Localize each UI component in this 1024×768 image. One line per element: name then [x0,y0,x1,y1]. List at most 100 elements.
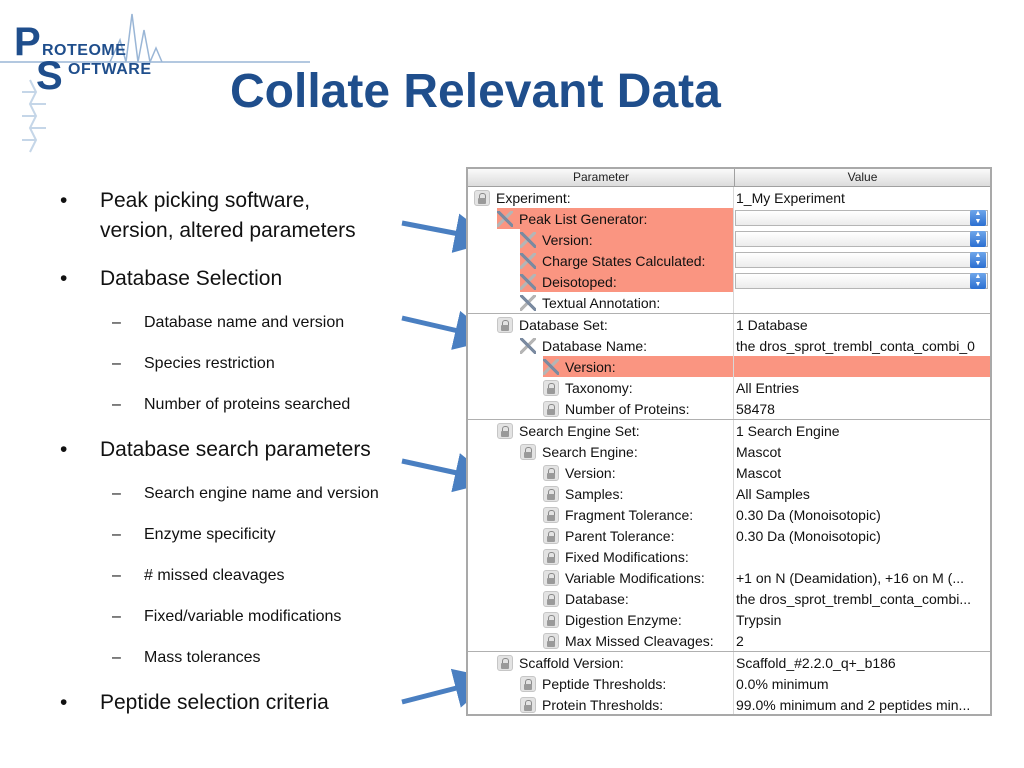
table-row[interactable]: Search Engine: Mascot [468,441,990,462]
table-row[interactable]: Scaffold Version:Scaffold_#2.2.0_q+_b186 [468,651,990,673]
logo-oftware: OFTWARE [68,61,152,78]
parameter-cell: Peak List Generator: [468,208,734,229]
sub-bullet-item: Search engine name and version [112,483,379,505]
parameter-cell-inner: Protein Thresholds: [520,694,733,714]
parameter-value: 2 [736,632,744,649]
parameter-value: 0.0% minimum [736,675,829,692]
table-row[interactable]: Samples:All Samples [468,483,990,504]
table-row[interactable]: Version:Mascot [468,462,990,483]
parameter-value: 0.30 Da (Monoisotopic) [736,506,881,523]
value-cell[interactable]: ▲▼ [734,250,990,271]
lock-icon [543,611,559,628]
parameter-table: Parameter Value Experiment: 1_My Experime… [466,167,992,716]
bullet-item: Peak picking software, [60,186,310,215]
column-header-value[interactable]: Value [847,170,878,184]
sub-bullet-item: Species restriction [112,353,275,375]
lock-icon [474,189,490,206]
value-cell: Trypsin [734,609,990,630]
table-row[interactable]: Database Set:1 Database [468,313,990,335]
tool-icon [543,358,559,375]
parameter-value: 1 Search Engine [736,422,840,439]
value-select[interactable]: ▲▼ [735,273,988,289]
value-cell: the dros_sprot_trembl_conta_combi... [734,588,990,609]
value-cell[interactable]: ▲▼ [734,271,990,292]
table-row[interactable]: Version: [468,356,990,377]
parameter-cell: Max Missed Cleavages: [468,630,734,651]
parameter-cell-inner: Variable Modifications: [543,567,733,588]
value-select[interactable]: ▲▼ [735,210,988,226]
table-row[interactable]: Textual Annotation: [468,292,990,313]
parameter-value: 99.0% minimum and 2 peptides min... [736,696,971,713]
table-row[interactable]: Variable Modifications:+1 on N (Deamidat… [468,567,990,588]
parameter-cell-inner: Version: [543,356,733,377]
value-cell: All Entries [734,377,990,398]
value-cell: 99.0% minimum and 2 peptides min... [734,694,990,714]
select-stepper-icon[interactable]: ▲▼ [970,273,986,289]
parameter-cell-inner: Number of Proteins: [543,398,733,419]
table-row[interactable]: Number of Proteins:58478 [468,398,990,419]
table-row[interactable]: Fragment Tolerance: 0.30 Da (Monoisotopic… [468,504,990,525]
table-row[interactable]: Database Name:the dros_sprot_trembl_cont… [468,335,990,356]
table-row[interactable]: Protein Thresholds:99.0% minimum and 2 p… [468,694,990,714]
table-row[interactable]: Experiment: 1_My Experiment [468,187,990,208]
parameter-label: Database Set: [519,316,608,333]
table-row[interactable]: Deisotoped:▲▼ [468,271,990,292]
select-stepper-icon[interactable]: ▲▼ [970,231,986,247]
column-header-parameter[interactable]: Parameter [468,169,735,186]
parameter-label: Version: [565,358,616,375]
parameter-cell: Version: [468,229,734,250]
table-row[interactable]: Version: ▲▼ [468,229,990,250]
parameter-label: Experiment: [496,189,571,206]
parameter-value: Mascot [736,443,782,460]
parameter-label: Charge States Calculated: [542,252,706,269]
tool-icon [520,252,536,269]
table-row[interactable]: Max Missed Cleavages: 2 [468,630,990,651]
lock-icon [543,527,559,544]
parameter-cell: Fragment Tolerance: [468,504,734,525]
parameter-cell-inner: Max Missed Cleavages: [543,630,733,651]
parameter-label: Number of Proteins: [565,400,690,417]
bullet-item: Database Selection [60,264,282,293]
parameter-value: Trypsin [736,611,782,628]
table-row[interactable]: Digestion Enzyme:Trypsin [468,609,990,630]
logo-roteome: ROTEOME [42,42,127,59]
lock-icon [543,400,559,417]
table-row[interactable]: Taxonomy:All Entries [468,377,990,398]
parameter-cell: Charge States Calculated: [468,250,734,271]
parameter-label: Fragment Tolerance: [565,506,694,523]
value-cell: 0.30 Da (Monoisotopic) [734,504,990,525]
value-cell[interactable]: ▲▼ [734,229,990,250]
lock-icon [497,654,513,671]
value-select[interactable]: ▲▼ [735,231,988,247]
parameter-value: the dros_sprot_trembl_conta_combi_0 [736,337,975,354]
value-cell[interactable]: ▲▼ [734,208,990,229]
table-row[interactable]: Parent Tolerance:0.30 Da (Monoisotopic) [468,525,990,546]
parameter-cell: Samples: [468,483,734,504]
value-cell: 1_My Experiment [734,187,990,208]
parameter-label: Textual Annotation: [542,294,661,311]
logo-graphic [0,13,310,153]
parameter-value: 1_My Experiment [736,189,845,206]
table-row[interactable]: Database:the dros_sprot_trembl_conta_com… [468,588,990,609]
lock-icon [543,590,559,607]
parameter-cell-inner: Peptide Thresholds: [520,673,733,694]
lock-icon [520,443,536,460]
parameter-label: Max Missed Cleavages: [565,632,714,649]
table-row[interactable]: Fixed Modifications: [468,546,990,567]
sub-bullet-item: # missed cleavages [112,565,284,587]
parameter-cell: Number of Proteins: [468,398,734,419]
parameter-label: Peak List Generator: [519,210,648,227]
parameter-label: Samples: [565,485,624,502]
parameter-label: Search Engine: [542,443,638,460]
value-select[interactable]: ▲▼ [735,252,988,268]
parameter-cell-inner: Version: [520,229,733,250]
parameter-cell-inner: Fragment Tolerance: [543,504,733,525]
table-row[interactable]: Peak List Generator: ▲▼ [468,208,990,229]
table-row[interactable]: Search Engine Set:1 Search Engine [468,419,990,441]
parameter-label: Version: [542,231,593,248]
table-row[interactable]: Peptide Thresholds:0.0% minimum [468,673,990,694]
select-stepper-icon[interactable]: ▲▼ [970,210,986,226]
table-row[interactable]: Charge States Calculated: ▲▼ [468,250,990,271]
select-stepper-icon[interactable]: ▲▼ [970,252,986,268]
sub-bullet-item: Enzyme specificity [112,524,275,546]
